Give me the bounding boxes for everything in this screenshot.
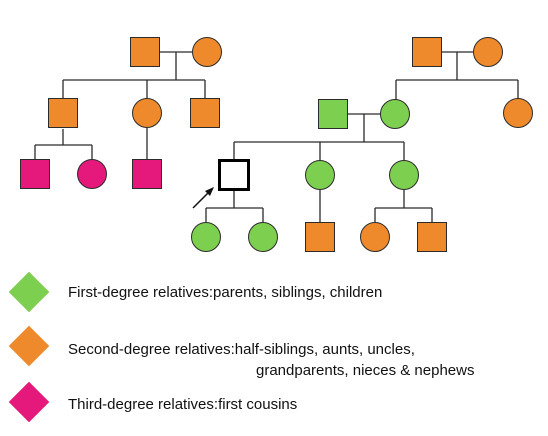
legend-third-degree-label: Third-degree relatives:first cousins (68, 396, 298, 413)
legend-second-degree-label-line1: Second-degree relatives:half-siblings, a… (68, 341, 415, 358)
paternal-uncle-2-square (190, 98, 220, 128)
paternal-uncle-1-square (48, 98, 78, 128)
mother-circle (380, 99, 410, 129)
nephew-2-square (417, 222, 447, 252)
daughter-1-circle (191, 222, 221, 252)
niece-circle (360, 222, 390, 252)
maternal-aunt-circle (503, 98, 533, 128)
paternal-grandfather-square (130, 37, 160, 67)
orange-diamond-icon (7, 324, 51, 368)
maternal-grandmother-circle (473, 37, 503, 67)
legend-first-degree-label: First-degree relatives:parents, siblings… (68, 284, 383, 301)
sister-1-circle (305, 160, 335, 190)
proband-arrow-icon (192, 187, 214, 209)
nephew-1-square (305, 222, 335, 252)
maternal-grandfather-square (412, 37, 442, 67)
daughter-2-circle (248, 222, 278, 252)
legend-icons (7, 270, 51, 424)
cousin-3-square (132, 159, 162, 189)
green-diamond-icon (7, 270, 51, 314)
sister-2-circle (389, 160, 419, 190)
pedigree-individuals (20, 37, 533, 252)
paternal-aunt-circle (132, 98, 162, 128)
pedigree-connecting-lines (34, 51, 519, 222)
legend-second-degree-label-line2: grandparents, nieces & nephews (256, 362, 475, 379)
cousin-1-square (20, 159, 50, 189)
proband-square (218, 159, 250, 191)
cousin-2-circle (77, 159, 107, 189)
magenta-diamond-icon (7, 380, 51, 424)
paternal-grandmother-circle (192, 37, 222, 67)
father-square (318, 99, 348, 129)
